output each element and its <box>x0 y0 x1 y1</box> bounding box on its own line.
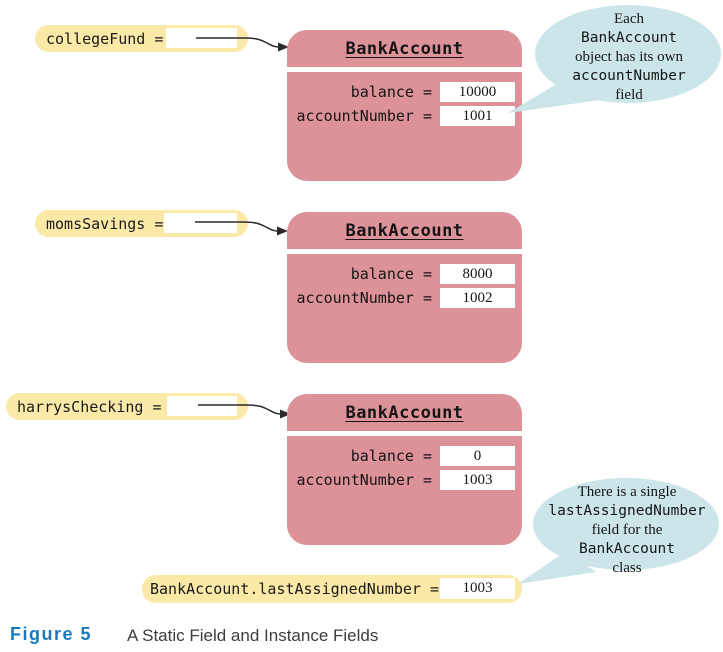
field-row-balance: balance = 10000 <box>287 82 522 102</box>
object-card-2: BankAccount balance = 8000 accountNumber… <box>287 212 522 363</box>
field-value-box: 1003 <box>440 470 515 490</box>
header-separator <box>287 431 522 436</box>
callout-line: accountNumber <box>572 68 686 84</box>
field-label: accountNumber = <box>296 289 432 307</box>
field-value: 1001 <box>462 107 493 124</box>
field-label: balance = <box>350 447 432 465</box>
class-name: BankAccount <box>345 220 464 241</box>
reference-label: collegeFund = <box>46 29 164 48</box>
field-label: accountNumber = <box>296 471 432 489</box>
callout-line: BankAccount <box>578 541 676 557</box>
field-value: 10000 <box>458 83 497 100</box>
reference-label: harrysChecking = <box>17 397 162 416</box>
field-label: accountNumber = <box>296 107 432 125</box>
callout-bubble-top <box>508 5 721 113</box>
callout-line: class <box>612 560 642 576</box>
field-value: 8000 <box>462 265 493 282</box>
class-name: BankAccount <box>345 402 464 423</box>
callout-line: Each <box>614 11 644 27</box>
callout-text-top: Each BankAccount object has its own acco… <box>535 10 723 105</box>
static-field-value: 1003 <box>462 580 493 596</box>
field-value-box: 1002 <box>440 288 515 308</box>
figure-caption: A Static Field and Instance Fields <box>127 626 379 645</box>
reference-pill-harryschecking: harrysChecking = <box>6 393 248 420</box>
field-value: 0 <box>473 447 482 464</box>
field-row-balance: balance = 0 <box>287 446 522 466</box>
static-field-label: BankAccount.lastAssignedNumber = <box>150 580 439 598</box>
field-value-box: 10000 <box>440 82 515 102</box>
figure-label: Figure 5 <box>10 624 93 644</box>
field-label: balance = <box>350 265 432 283</box>
callout-text-bottom: There is a single lastAssignedNumber fie… <box>534 483 720 578</box>
callout-line: field <box>615 87 643 103</box>
reference-value-box <box>164 213 237 233</box>
callout-bubble-bottom <box>518 478 719 584</box>
reference-label: momsSavings = <box>46 214 164 233</box>
callout-line: lastAssignedNumber <box>548 503 706 519</box>
field-value: 1002 <box>462 289 493 306</box>
object-header: BankAccount <box>287 212 522 249</box>
object-card-1: BankAccount balance = 10000 accountNumbe… <box>287 30 522 181</box>
callout-line: object has its own <box>575 49 683 65</box>
reference-value-box <box>167 396 237 416</box>
field-row-accountnumber: accountNumber = 1001 <box>287 106 522 126</box>
field-row-balance: balance = 8000 <box>287 264 522 284</box>
object-card-3: BankAccount balance = 0 accountNumber = … <box>287 394 522 545</box>
header-separator <box>287 249 522 254</box>
callout-line: field for the <box>591 522 663 538</box>
object-header: BankAccount <box>287 394 522 431</box>
field-row-accountnumber: accountNumber = 1002 <box>287 288 522 308</box>
field-value-box: 8000 <box>440 264 515 284</box>
field-value-box: 0 <box>440 446 515 466</box>
callout-line: There is a single <box>577 484 677 500</box>
field-value: 1003 <box>462 471 493 488</box>
class-name: BankAccount <box>345 38 464 59</box>
reference-arrow-1 <box>196 37 289 52</box>
field-label: balance = <box>350 83 432 101</box>
header-separator <box>287 67 522 72</box>
object-header: BankAccount <box>287 30 522 67</box>
reference-pill-momssavings: momsSavings = <box>35 210 248 237</box>
reference-arrow-3 <box>198 404 291 419</box>
static-field-value-box: 1003 <box>440 578 515 599</box>
callout-line: BankAccount <box>580 30 678 46</box>
field-value-box: 1001 <box>440 106 515 126</box>
field-row-accountnumber: accountNumber = 1003 <box>287 470 522 490</box>
reference-arrow-2 <box>195 221 288 236</box>
static-field-pill: BankAccount.lastAssignedNumber = 1003 <box>142 575 522 603</box>
